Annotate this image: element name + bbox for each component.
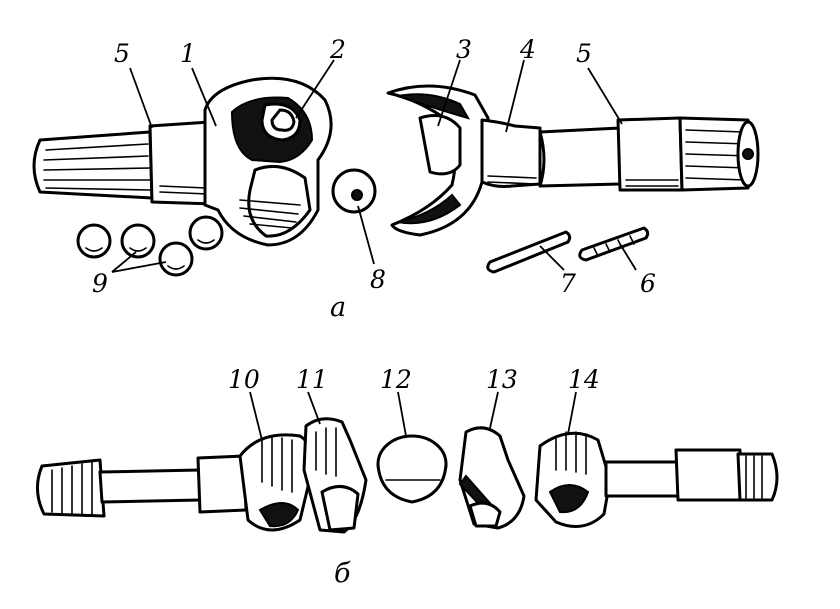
center-ball bbox=[331, 168, 377, 214]
left-splined-shaft bbox=[32, 120, 216, 206]
ball-1 bbox=[76, 223, 112, 259]
caption-b: б bbox=[334, 558, 351, 589]
caption-a: а bbox=[330, 292, 346, 323]
label-13: 13 bbox=[486, 365, 518, 394]
label-3: 3 bbox=[456, 35, 472, 64]
right-shaft-assembly bbox=[480, 116, 760, 192]
label-11: 11 bbox=[296, 365, 328, 394]
label-5-right: 5 bbox=[576, 39, 592, 68]
fork-3 bbox=[386, 84, 490, 237]
label-8: 8 bbox=[370, 265, 386, 294]
leader-lines-b bbox=[249, 391, 577, 441]
ball-3 bbox=[158, 241, 194, 277]
balls-group bbox=[76, 215, 224, 277]
label-10: 10 bbox=[228, 365, 260, 394]
ball-4 bbox=[188, 215, 224, 251]
pin-7 bbox=[486, 230, 572, 274]
label-4: 4 bbox=[519, 35, 536, 64]
assembly-a: 5 1 2 3 4 5 9 8 7 6 а bbox=[32, 35, 760, 323]
label-5-left: 5 bbox=[114, 39, 130, 68]
outer-race-housing bbox=[203, 76, 333, 247]
part-10 bbox=[238, 433, 315, 532]
label-7: 7 bbox=[560, 269, 576, 298]
label-1: 1 bbox=[180, 39, 196, 68]
part-13 bbox=[458, 426, 526, 530]
pin-6 bbox=[578, 226, 650, 262]
label-14: 14 bbox=[568, 365, 600, 394]
leader-lines-a bbox=[111, 59, 637, 273]
label-9: 9 bbox=[92, 269, 108, 298]
label-6: 6 bbox=[640, 269, 656, 298]
label-12: 12 bbox=[380, 365, 412, 394]
right-shaft-b bbox=[604, 448, 779, 502]
left-shaft-b bbox=[36, 454, 248, 518]
part-12-disc bbox=[376, 434, 448, 504]
part-14 bbox=[534, 431, 612, 528]
ball-2 bbox=[120, 223, 156, 259]
assembly-b: 10 11 12 13 14 б bbox=[36, 365, 779, 589]
label-2: 2 bbox=[329, 35, 346, 64]
part-11 bbox=[302, 417, 368, 534]
